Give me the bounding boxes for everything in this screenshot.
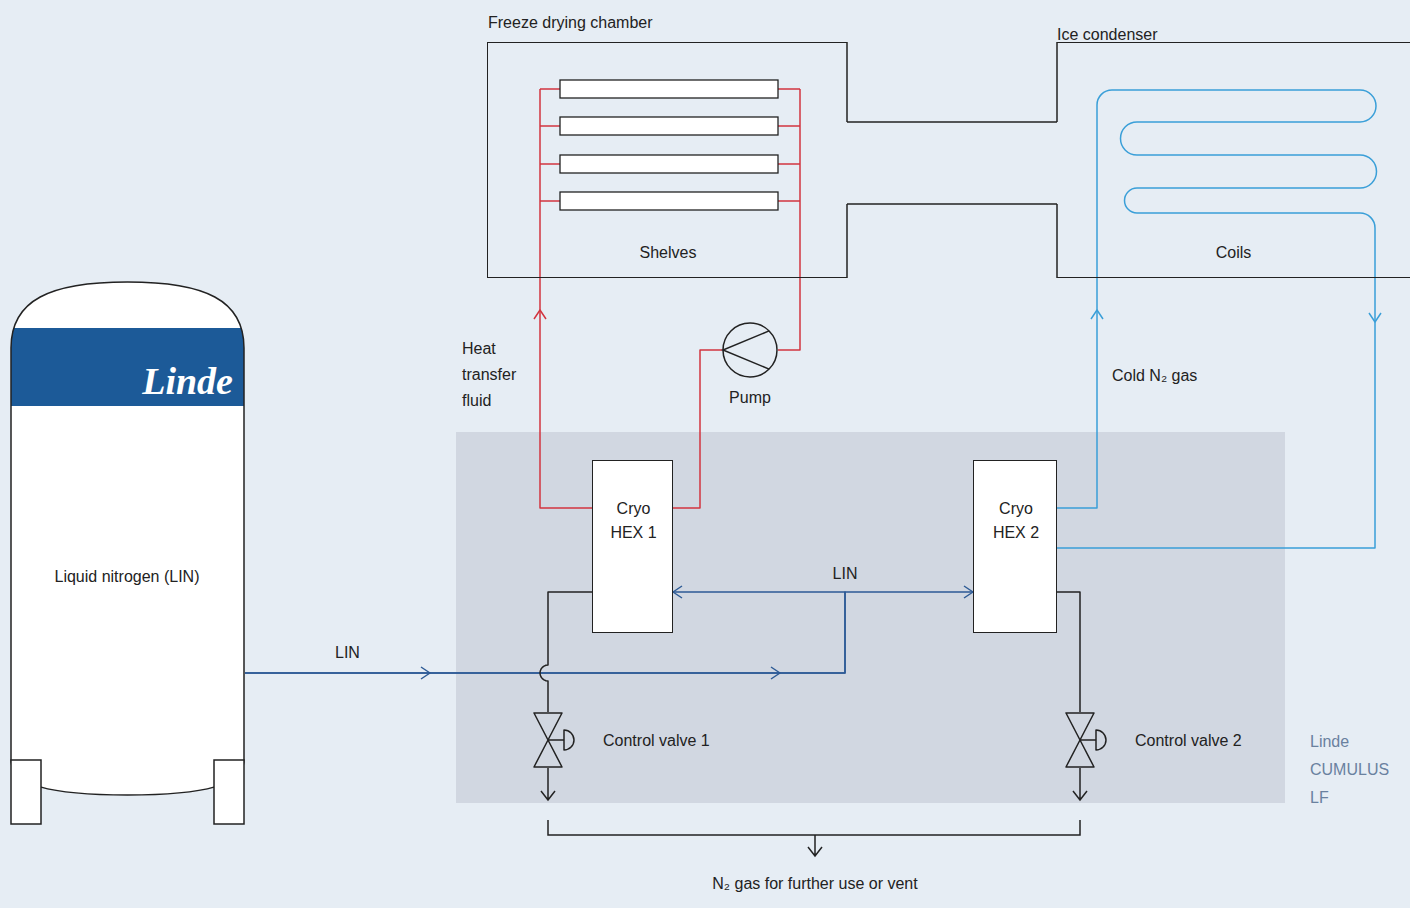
- shelf: [560, 80, 778, 210]
- connector: [673, 350, 722, 508]
- connector-line: [1057, 278, 1375, 548]
- valve-label-holder: Control valve 1: [603, 729, 733, 753]
- chamber-heading: Freeze drying chamber: [488, 11, 788, 35]
- connector: [1057, 278, 1381, 548]
- connector: [534, 278, 592, 508]
- pump-symbol: Pump: [722, 322, 778, 378]
- box-label-holder: Cryo HEX 2: [985, 497, 1047, 545]
- outlet-note-holder: N₂ gas for further use or vent: [615, 872, 1015, 896]
- connector-line: [778, 278, 800, 350]
- system-name-holder: Linde CUMULUS LF: [1310, 728, 1410, 812]
- connector-label: Cold N₂ gas: [1112, 364, 1232, 388]
- connector: [778, 278, 800, 350]
- connector-line: [540, 592, 592, 712]
- vent-outlet: [541, 768, 1087, 856]
- pump-label-holder: Pump: [702, 386, 798, 410]
- condenser-heading: Ice condenser: [1057, 23, 1307, 47]
- connector-line: [847, 121, 1057, 123]
- connector-line: [673, 350, 722, 508]
- system-band: Linde CUMULUS LFCryo HEX 1Cryo HEX 2Cont…: [456, 432, 1285, 803]
- connector-line: [540, 278, 592, 508]
- condenser-heading-holder: Ice condenser: [1057, 23, 1307, 47]
- valve-label: Control valve 2: [1135, 729, 1265, 753]
- part-label: Coils: [1057, 241, 1410, 265]
- outlet-note: N₂ gas for further use or vent: [615, 872, 1015, 896]
- box-label: Cryo HEX 2: [985, 497, 1047, 545]
- connector-label: Heat transfer fluid: [462, 336, 534, 414]
- part-label-holder: Shelves: [488, 241, 848, 265]
- box-label: Cryo HEX 1: [603, 497, 664, 545]
- connector: [1057, 592, 1080, 712]
- connector-line: [847, 203, 1057, 205]
- valve-label: Control valve 1: [603, 729, 733, 753]
- heat-exchanger: Cryo HEX 1: [592, 460, 673, 633]
- connector-label: LIN: [335, 641, 375, 665]
- brand-logo: Linde: [105, 360, 233, 402]
- arrowhead: [534, 310, 546, 319]
- connector-line: [245, 592, 845, 673]
- system-name: Linde CUMULUS LF: [1310, 728, 1410, 812]
- connector-label-holder: Cold N₂ gas: [1112, 364, 1232, 388]
- tank-label-holder: Liquid nitrogen (LIN): [52, 565, 202, 589]
- arrowhead: [1369, 313, 1381, 322]
- chamber-housing: Freeze drying chamberShelves: [487, 42, 847, 278]
- valve-label-holder: Control valve 2: [1135, 729, 1265, 753]
- chamber-heading-holder: Freeze drying chamber: [488, 11, 788, 35]
- connector-label: LIN: [825, 562, 865, 586]
- tank-label: Liquid nitrogen (LIN): [52, 565, 202, 589]
- band-fill: [456, 432, 1285, 803]
- connector-line: [1057, 278, 1097, 508]
- housing-walls: [847, 42, 1057, 278]
- heat-exchanger: Cryo HEX 2: [973, 460, 1057, 633]
- pump-label: Pump: [702, 386, 798, 410]
- condenser-housing: Ice condenserCoils: [1057, 42, 1410, 278]
- control-valve: Control valve 1: [534, 712, 734, 768]
- connector-label-holder: Heat transfer fluid: [462, 336, 534, 414]
- box-label-holder: Cryo HEX 1: [603, 497, 664, 545]
- part-label: Shelves: [488, 241, 848, 265]
- brand-logo-holder: Linde: [105, 360, 233, 402]
- control-valve: Control valve 2: [1066, 712, 1266, 768]
- arrowhead: [1091, 310, 1103, 319]
- connector-label-holder: LIN: [825, 562, 865, 586]
- connector: [1057, 278, 1103, 508]
- connector: [847, 122, 1057, 204]
- connector-label-holder: LIN: [335, 641, 375, 665]
- arrowhead: [964, 586, 973, 598]
- storage-tank: LindeLiquid nitrogen (LIN): [10, 280, 245, 825]
- arrowhead: [673, 586, 682, 598]
- connector-line: [1057, 592, 1080, 712]
- part-label-holder: Coils: [1057, 241, 1410, 265]
- connector: [540, 592, 592, 712]
- pump-outline: [722, 322, 778, 378]
